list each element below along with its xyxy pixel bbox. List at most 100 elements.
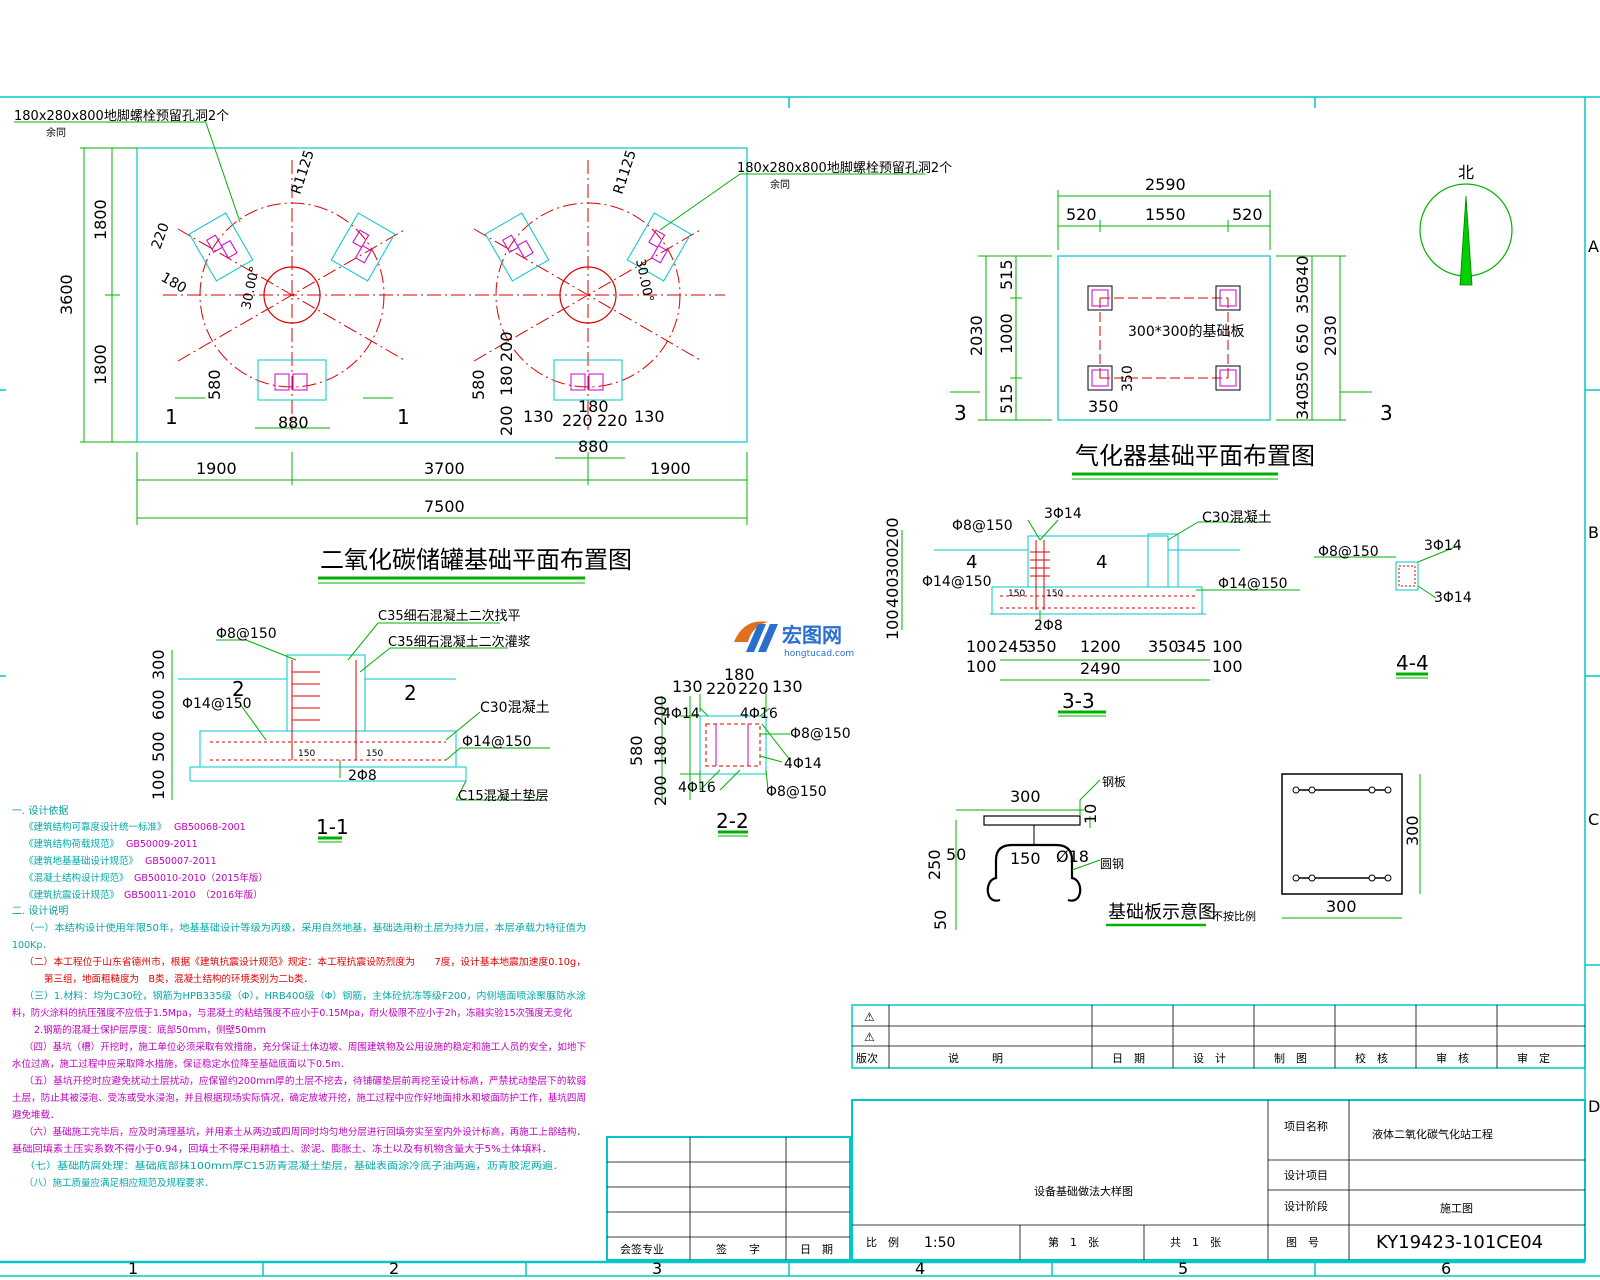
zone-col-5: 5 bbox=[1178, 1259, 1188, 1278]
notes-p3c: 2.钢筋的混凝土保护层厚度：底部50mm，侧壁50mm bbox=[34, 1024, 266, 1036]
s33-dim-left-1: 300 bbox=[883, 547, 902, 578]
notes-ref-0-code: GB50068-2001 bbox=[174, 822, 246, 833]
tb-drawing-no-label: 图 号 bbox=[1286, 1236, 1319, 1249]
vap-dim-520-l: 520 bbox=[1066, 205, 1097, 224]
co2-section-mark-left: 1 bbox=[165, 405, 178, 429]
vap-plate-label: 300*300的基础板 bbox=[1128, 323, 1244, 340]
s11-mark2-r: 2 bbox=[404, 681, 417, 705]
vap-dim-350-bottom: 350 bbox=[1088, 397, 1119, 416]
co2-dim-130-l: 130 bbox=[523, 407, 554, 426]
s33-dim-top-1: 245 bbox=[998, 637, 1029, 656]
s33-dim-top-4: 350 bbox=[1148, 637, 1179, 656]
section-1-1: Φ8@150 C35细石混凝土二次找平 C35细石混凝土二次灌浆 Φ14@150… bbox=[149, 608, 550, 843]
zone-row-c: C bbox=[1588, 810, 1599, 829]
s33-dim-top-0: 100 bbox=[966, 637, 997, 656]
s11-phi8: Φ8@150 bbox=[216, 626, 277, 642]
vap-section-mark-right: 3 bbox=[1380, 401, 1393, 425]
vap-dim-340-b: 340 bbox=[1293, 389, 1312, 420]
s22-dim-left-0: 200 bbox=[651, 695, 670, 726]
s11-phi14-l: Φ14@150 bbox=[182, 696, 252, 712]
co2-dim-180-b: 180 bbox=[497, 365, 516, 396]
vap-dim-520-r: 520 bbox=[1232, 205, 1263, 224]
s33-dim-left-2: 400 bbox=[883, 577, 902, 608]
s22-phi8-b: Φ8@150 bbox=[766, 784, 827, 800]
vap-dim-350-t: 350 bbox=[1293, 283, 1312, 314]
notes-ref-1-code: GB50009-2011 bbox=[126, 839, 198, 850]
notes-p8: （八）施工质量应满足相应规范及规程要求． bbox=[24, 1177, 214, 1189]
s33-three-phi14: 3Φ14 bbox=[1044, 506, 1082, 522]
notes-ref-0: 《建筑结构可靠度设计统一标准》 bbox=[24, 821, 167, 833]
bp-dim-10: 10 bbox=[1081, 804, 1100, 824]
watermark-en: hongtucad.com bbox=[784, 649, 854, 659]
watermark-logo: 宏图网 hongtucad.com bbox=[728, 612, 878, 664]
s33-dim-bottom-0: 100 bbox=[966, 657, 997, 676]
section-4-4: Φ8@150 3Φ14 3Φ14 4-4 bbox=[1314, 538, 1472, 679]
co2-dim-220-l: 220 bbox=[562, 411, 593, 430]
s11-dim-left-3: 100 bbox=[149, 769, 168, 800]
co2-radius-right: R1125 bbox=[611, 148, 640, 196]
tb-scale-label: 比 例 bbox=[866, 1235, 899, 1249]
co2-dim-3600: 3600 bbox=[57, 274, 76, 315]
s22-dim-580: 580 bbox=[627, 735, 646, 766]
s33-phi14-r: Φ14@150 bbox=[1218, 576, 1288, 592]
vap-dim-350-in: 350 bbox=[1120, 365, 1136, 392]
rev-warn-icon-1: ⚠ bbox=[864, 1010, 875, 1024]
bp-round-steel: 圆钢 bbox=[1100, 857, 1124, 871]
co2-dim-7500: 7500 bbox=[424, 497, 465, 516]
watermark-icon: 宏图网 hongtucad.com bbox=[734, 621, 854, 659]
s11-dim-left-1: 600 bbox=[149, 689, 168, 720]
notes-h1: 一. 设计依据 bbox=[12, 804, 68, 817]
co2-dim-220-r: 220 bbox=[597, 411, 628, 430]
s22-phi8-a: Φ8@150 bbox=[790, 726, 851, 742]
s22-top-2: 220 bbox=[738, 679, 769, 698]
co2-radius-left: R1125 bbox=[289, 148, 318, 196]
tb-scale: 1:50 bbox=[924, 1235, 955, 1251]
title-block: 设备基础做法大样图 项目名称 液体二氧化碳气化站工程 设计项目 设计阶段 施工图… bbox=[851, 1099, 1586, 1261]
notes-p5b: 土层，防止其被浸泡、受冻或受水浸泡，并且根据现场实际情况，确定放坡开挖，施工过程… bbox=[12, 1092, 586, 1104]
s33-c30: C30混凝土 bbox=[1202, 510, 1272, 526]
tb-project-name: 液体二氧化碳气化站工程 bbox=[1372, 1127, 1493, 1141]
s33-dim-bottom-1: 2490 bbox=[1080, 659, 1121, 678]
s11-title: 1-1 bbox=[316, 815, 349, 839]
notes-ref-3-code: GB50010-2010（2015年版） bbox=[134, 872, 268, 884]
co2-leader-left-sub: 余同 bbox=[46, 126, 66, 139]
north-label: 北 bbox=[1458, 163, 1474, 182]
bp-dim-250: 250 bbox=[925, 849, 944, 880]
s44-three-phi14-b: 3Φ14 bbox=[1434, 590, 1472, 606]
s11-d150-l: 150 bbox=[298, 749, 315, 759]
notes-ref-2: 《建筑地基基础设计规范》 bbox=[24, 855, 138, 867]
notes-p6a: （六）基础施工完毕后，应及时清理基坑，并用素土从两边或四周同时均匀地分层进行回填… bbox=[24, 1126, 586, 1138]
s11-c30: C30混凝土 bbox=[480, 700, 550, 716]
notes-ref-1: 《建筑结构荷载规范》 bbox=[24, 838, 119, 850]
notes-p4b: 水位过高，施工过程中应采取降水措施，保证稳定水位降至基础底面以下0.5m． bbox=[12, 1058, 350, 1070]
tb-total: 共 1 张 bbox=[1170, 1236, 1221, 1249]
s33-two-phi8: 2Φ8 bbox=[1034, 618, 1063, 634]
s22-four-phi14-b: 4Φ14 bbox=[784, 756, 822, 772]
bp-plan-300-h: 300 bbox=[1326, 897, 1357, 916]
rev-h-4: 制 图 bbox=[1274, 1052, 1307, 1065]
s33-title: 3-3 bbox=[1062, 689, 1095, 713]
s11-dim-left-0: 300 bbox=[149, 649, 168, 680]
s22-dim-left-1: 180 bbox=[651, 735, 670, 766]
zone-col-3: 3 bbox=[652, 1259, 662, 1278]
s11-two-phi8: 2Φ8 bbox=[348, 768, 377, 784]
rev-h-1: 说 明 bbox=[948, 1051, 1003, 1065]
rev-h-7: 审 定 bbox=[1517, 1051, 1550, 1065]
notes-ref-4-code: GB50011-2010 （2016年版） bbox=[124, 889, 263, 901]
rev-h-3: 设 计 bbox=[1193, 1052, 1226, 1065]
bp-steel-plate: 钢板 bbox=[1102, 775, 1126, 789]
rev-h-6: 审 核 bbox=[1436, 1051, 1469, 1065]
north-arrow: 北 bbox=[1419, 163, 1513, 286]
tb-sheet: 第 1 张 bbox=[1048, 1235, 1099, 1249]
notes-p7: （七）基础防腐处理：基础底部抹100mm厚C15沥青混凝土垫层，基础表面涂冷底子… bbox=[24, 1160, 564, 1172]
zone-col-1: 1 bbox=[128, 1259, 138, 1278]
co2-angle-left: 30.00° bbox=[239, 265, 263, 311]
vap-dim-350-b: 350 bbox=[1293, 361, 1312, 392]
notes-p5a: （五）基坑开挖时应避免扰动土层扰动，应保留约200mm厚的土层不挖去，待铺碾垫层… bbox=[24, 1075, 586, 1087]
co2-dim-180: 180 bbox=[158, 270, 189, 297]
bp-note: 不按比例 bbox=[1212, 909, 1256, 923]
s11-c35-b: C35细石混凝土二次灌浆 bbox=[388, 634, 531, 650]
zone-row-a: A bbox=[1588, 237, 1599, 256]
base-plate-plan bbox=[1281, 773, 1403, 895]
